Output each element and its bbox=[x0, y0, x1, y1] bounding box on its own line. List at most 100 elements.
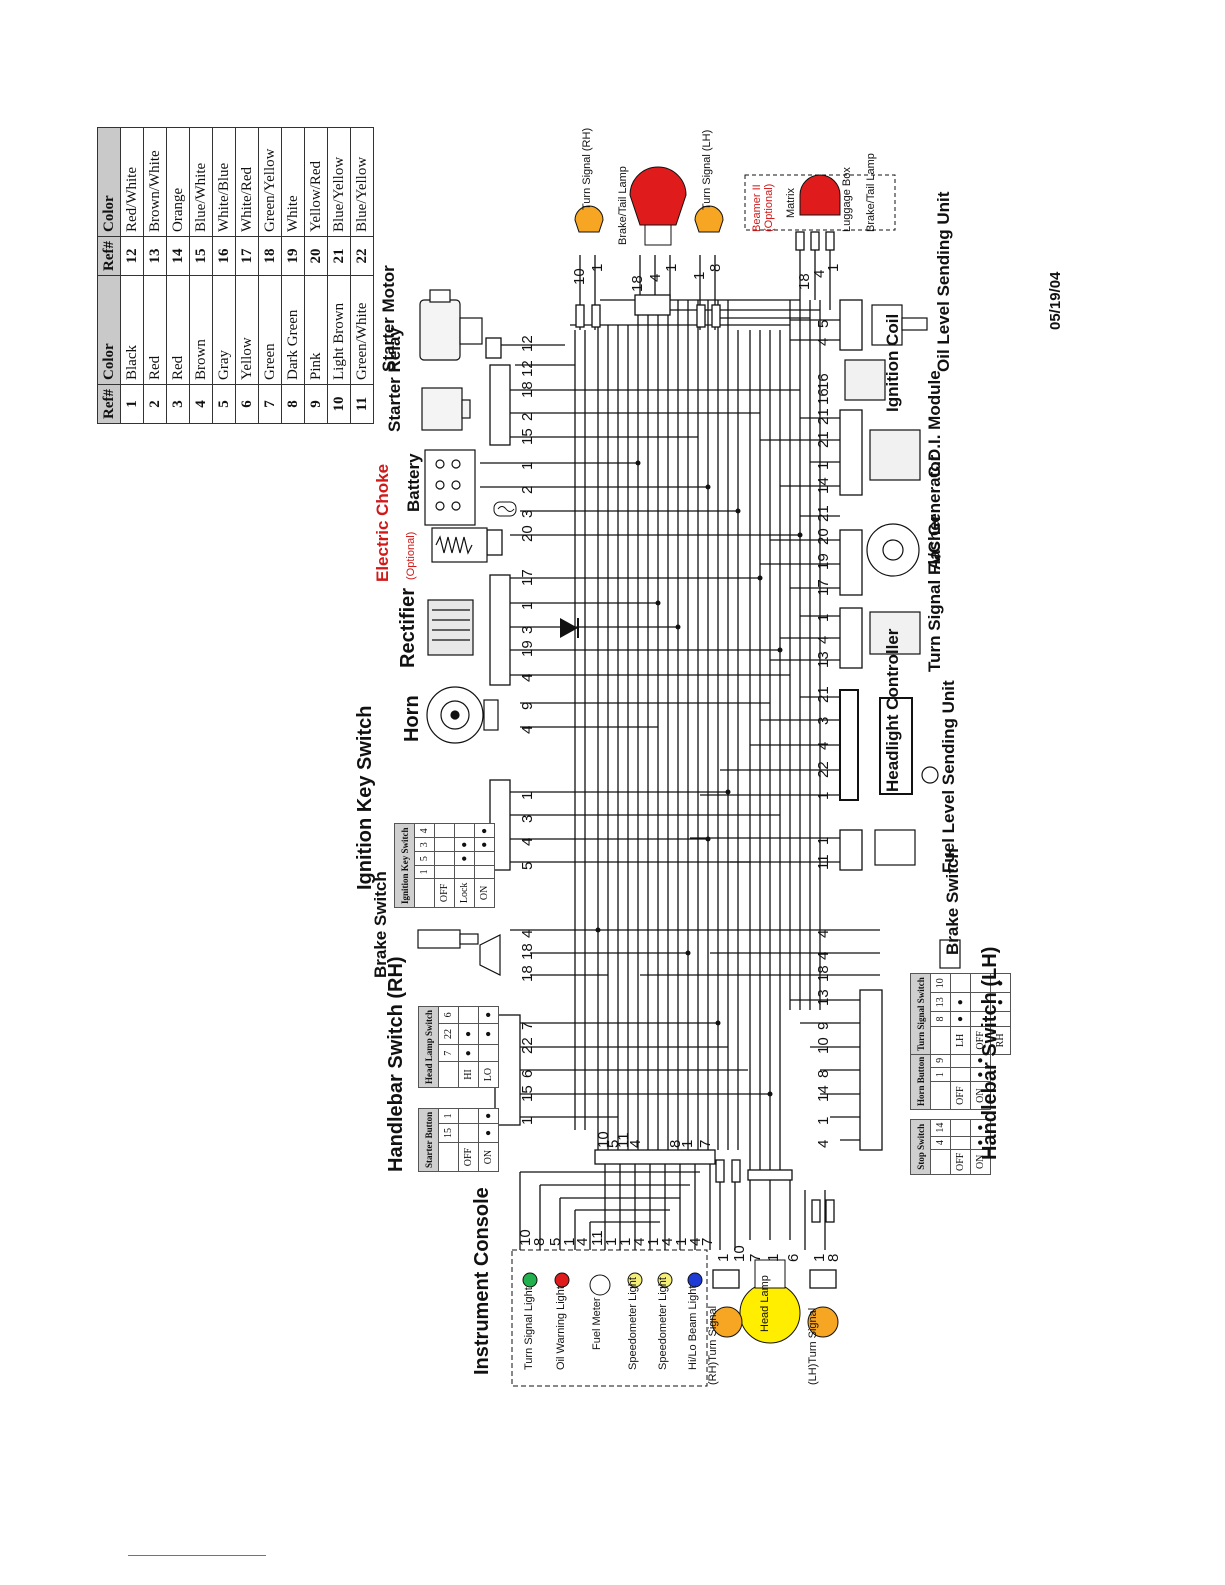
wire-number: 4 bbox=[519, 673, 536, 682]
label-ignition-key-switch: Ignition Key Switch bbox=[354, 705, 376, 890]
wire-number: 4 bbox=[519, 725, 536, 734]
table-cell: ON bbox=[478, 1142, 499, 1172]
label-oil-warning-light: Oil Warning Light bbox=[555, 1286, 567, 1370]
wire-number: 9 bbox=[519, 701, 536, 710]
starter-motor bbox=[419, 289, 483, 361]
wire-number: 4 bbox=[815, 337, 832, 346]
table-cell: Red bbox=[166, 275, 190, 385]
wire-number: 21 bbox=[815, 505, 832, 522]
table-cell: 13 bbox=[930, 992, 951, 1012]
table-cell: 17 bbox=[235, 236, 259, 276]
wire-number: 1 bbox=[825, 263, 842, 272]
table-cell: OFF bbox=[950, 1149, 971, 1175]
wire-number: 21 bbox=[815, 686, 832, 703]
label-choke-optional: (Optional) bbox=[405, 531, 417, 580]
table-cell: Brown bbox=[189, 275, 213, 385]
label-headlight-controller: Headlight Controller bbox=[883, 628, 902, 792]
table-cell: Blue/Yellow bbox=[350, 127, 374, 237]
headlight-controller-box bbox=[879, 697, 913, 795]
wire-number: 11 bbox=[815, 854, 832, 870]
table-cell: Green/White bbox=[350, 275, 374, 385]
table-cell: 1 bbox=[120, 384, 144, 424]
wire-number: 4 bbox=[647, 273, 664, 282]
label-turn-signal-flasher: Turn Signal Flasher bbox=[925, 514, 944, 672]
diagram-date: 05/19/04 bbox=[1047, 271, 1064, 330]
horizontal-wires bbox=[480, 240, 880, 1250]
stop-table-title: Stop Switch bbox=[910, 1119, 931, 1175]
wire-number: 18 bbox=[796, 273, 813, 290]
table-cell: 1 bbox=[438, 1108, 459, 1124]
wire-number: 1 bbox=[589, 263, 606, 272]
wire-number: 21 bbox=[815, 431, 832, 448]
wire-number: 17 bbox=[519, 569, 536, 586]
head-lamp-bulb bbox=[739, 1259, 801, 1344]
wire-number: 1 bbox=[691, 271, 708, 280]
wire-number: 19 bbox=[519, 640, 536, 657]
table-cell: 15 bbox=[189, 236, 213, 276]
table-cell: 9 bbox=[304, 384, 328, 424]
table-cell: 15 bbox=[438, 1123, 459, 1143]
wire-number: 3 bbox=[519, 814, 536, 823]
table-cell: Brown/White bbox=[143, 127, 167, 237]
wire-number: 7 bbox=[699, 1237, 716, 1246]
label-speedometer-light-2: Speedometer Light bbox=[657, 1277, 669, 1370]
table-cell: 20 bbox=[304, 236, 328, 276]
connectors bbox=[485, 231, 883, 1289]
table-cell: 14 bbox=[930, 1119, 951, 1137]
wire-number: 21 bbox=[815, 408, 832, 425]
table-cell: 19 bbox=[281, 236, 305, 276]
table-cell: 7 bbox=[258, 384, 282, 424]
table-cell: 3 bbox=[166, 384, 190, 424]
wire-number: 5 bbox=[815, 319, 832, 328]
wire-number: 14 bbox=[815, 1085, 832, 1102]
label-starter-relay: Starter Relay bbox=[385, 327, 404, 432]
wire-number: 13 bbox=[815, 651, 832, 668]
wire-number: 1 bbox=[663, 263, 680, 272]
wire-number: 3 bbox=[519, 625, 536, 634]
table-cell: Blue/White bbox=[189, 127, 213, 237]
junction-dots bbox=[595, 460, 803, 1097]
table-cell: 10 bbox=[327, 384, 351, 424]
ignition-table-title: Ignition Key Switch bbox=[394, 823, 415, 908]
label-turn-signal-rh: Turn Signal (RH) bbox=[581, 127, 593, 210]
table-cell: Gray bbox=[212, 275, 236, 385]
table-cell: ON bbox=[474, 878, 495, 908]
wire-number: 10 bbox=[815, 1037, 832, 1054]
table-cell: White bbox=[281, 127, 305, 237]
table-cell: 16 bbox=[212, 236, 236, 276]
wire-number: 13 bbox=[815, 989, 832, 1006]
wire-number: 4 bbox=[815, 929, 832, 938]
table-cell: Red bbox=[143, 275, 167, 385]
label-handlebar-switch-lh: Handlebar Switch (LH) bbox=[979, 946, 1001, 1160]
wire-number: 1 bbox=[815, 613, 832, 622]
wire-number: 16 bbox=[815, 373, 832, 390]
table-cell: OFF bbox=[950, 1081, 971, 1110]
wire-number: 12 bbox=[519, 360, 536, 377]
wire-number: 9 bbox=[815, 1021, 832, 1030]
table-cell: Red/White bbox=[120, 127, 144, 237]
table-cell: 5 bbox=[212, 384, 236, 424]
fuse bbox=[493, 501, 517, 517]
header-ref: Ref# bbox=[97, 236, 121, 276]
wire-number: 1 bbox=[765, 1253, 782, 1262]
right-components bbox=[844, 304, 961, 969]
label-horn: Horn bbox=[401, 695, 423, 742]
label-rectifier: Rectifier bbox=[397, 587, 419, 668]
label-brake-switch-lh: Brake Switch bbox=[943, 848, 962, 955]
wire-number: 7 bbox=[747, 1253, 764, 1262]
wire-number: 4 bbox=[815, 951, 832, 960]
label-oil-level-unit: Oil Level Sending Unit bbox=[934, 191, 953, 372]
table-cell: OFF bbox=[458, 1142, 479, 1172]
label-turn-signal-lh: Turn Signal (LH) bbox=[701, 129, 713, 210]
battery bbox=[424, 449, 476, 526]
instrument-console-box bbox=[511, 1249, 708, 1387]
